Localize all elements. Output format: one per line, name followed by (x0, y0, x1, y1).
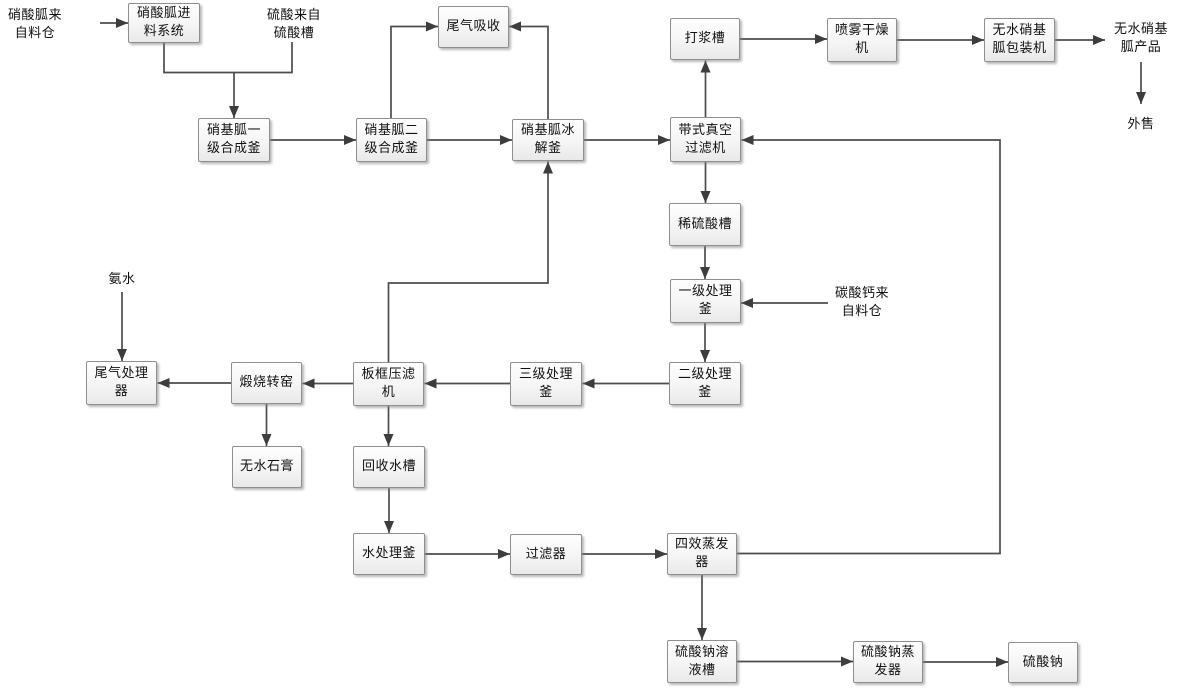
node-recovery-water-tank: 回收水槽 (353, 446, 425, 488)
edge-synthesis-2-to-tail-gas-absorber (390, 21, 438, 118)
node-plate-frame-filter: 板框压滤 机 (353, 362, 424, 406)
node-ice-hydrolysis-kettle: 硝基胍冰 解釜 (512, 119, 584, 161)
node-treatment-kettle-2: 二级处理 釜 (669, 362, 741, 405)
edge-evaporator-to-belt-filter-loop (737, 135, 1001, 555)
node-quad-effect-evaporator: 四效蒸发 器 (667, 533, 737, 575)
label-ammonia-source: 氨水 (108, 271, 136, 287)
node-sodium-sulfate-solution-tank: 硫酸钠溶 液槽 (667, 640, 737, 683)
node-sodium-sulfate: 硫酸钠 (1008, 642, 1078, 683)
node-tail-gas-absorber: 尾气吸收 (438, 6, 509, 48)
node-synthesis-kettle-1: 硝基胍一 级合成釜 (198, 118, 270, 162)
node-water-treatment-kettle: 水处理釜 (353, 533, 425, 575)
label-calcium-carbonate-source: 碳酸钙来 自料仓 (834, 286, 889, 319)
node-synthesis-kettle-2: 硝基胍二 级合成釜 (356, 118, 427, 162)
node-dilute-sulfuric-acid-tank: 稀硫酸槽 (669, 203, 741, 246)
node-sodium-sulfate-evaporator: 硫酸钠蒸 发器 (853, 641, 923, 683)
node-filter: 过滤器 (510, 534, 582, 575)
node-calcining-kiln: 煅烧转窑 (231, 362, 302, 404)
node-treatment-kettle-1: 一级处理 釜 (670, 279, 741, 323)
node-anhydrous-gypsum: 无水石膏 (232, 446, 302, 488)
node-belt-vacuum-filter: 带式真空 过滤机 (670, 117, 741, 162)
edge-plate-filter-to-ice-kettle-recycle (387, 161, 553, 362)
label-for-sale: 外售 (1127, 117, 1155, 133)
node-feed-system: 硝酸胍进 料系统 (128, 3, 200, 43)
node-packing-machine: 无水硝基 胍包装机 (984, 18, 1055, 62)
node-spray-dryer: 喷雾干燥 机 (827, 18, 897, 62)
edge-ice-kettle-to-tail-gas-absorber (509, 21, 549, 119)
node-tail-gas-treater: 尾气处理 器 (86, 361, 157, 405)
label-product: 无水硝基 胍产品 (1113, 22, 1168, 55)
label-guanidine-nitrate-source: 硝酸胍来 自料仓 (7, 7, 62, 41)
node-treatment-kettle-3: 三级处理 釜 (510, 362, 582, 406)
label-sulfuric-acid-source: 硫酸来自 硫酸槽 (266, 7, 321, 41)
node-slurry-tank: 打浆槽 (670, 18, 740, 60)
